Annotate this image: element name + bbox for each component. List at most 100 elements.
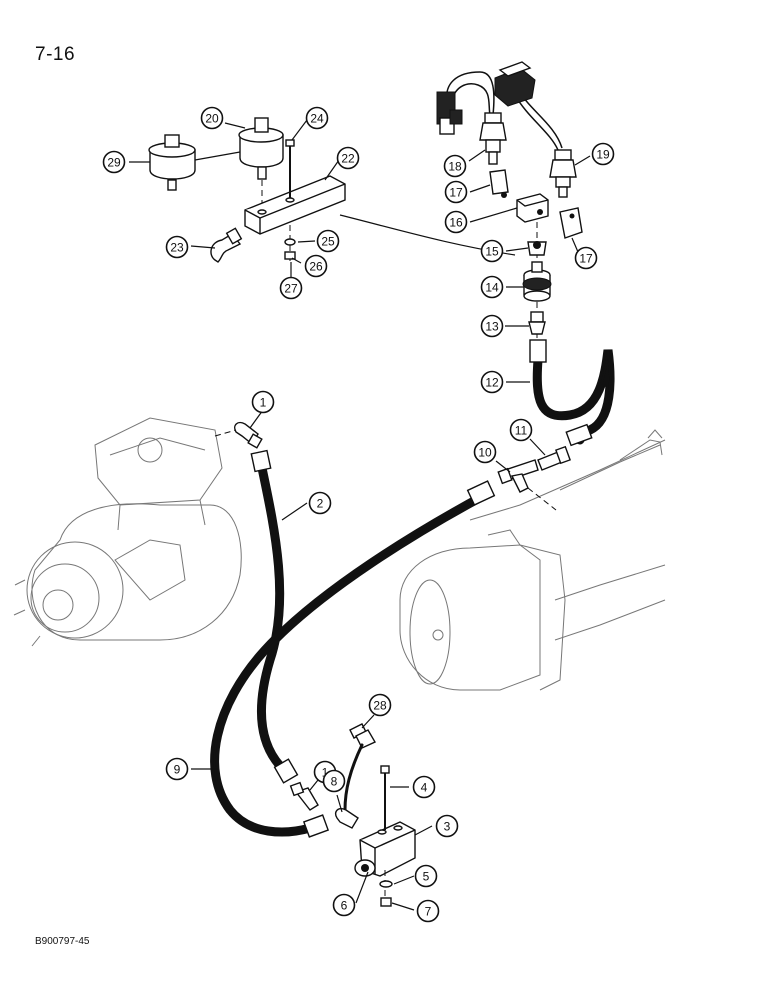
callout-circle [322,769,346,793]
callout-22: 22 [336,146,360,170]
callout-20: 20 [200,106,224,130]
callout-label: 9 [174,763,181,777]
callout-label: 14 [485,281,499,295]
callout-19: 19 [591,142,615,166]
callout-label: 13 [485,320,499,334]
fitting-28 [349,723,376,749]
callout-circle [165,235,189,259]
callout-label: 2 [317,497,324,511]
callout-label: 16 [449,216,463,230]
figure-code: B900797-45 [35,936,90,947]
callout-label: 24 [310,112,324,126]
callout-16: 16 [444,210,468,234]
callout-circle [480,314,504,338]
washer-25 [284,238,296,246]
callout-circle [412,775,436,799]
callout-circle [102,150,126,174]
callout-circle [251,390,275,414]
callout-2: 2 [308,491,332,515]
tee-block-17a [489,169,509,198]
callout-circle [574,246,598,270]
fitting-13 [528,311,546,335]
callout-circle [332,893,356,917]
callout-26: 26 [304,254,328,278]
sensor-18 [479,112,507,165]
callout-15: 15 [480,239,504,263]
callout-label: 22 [341,152,355,166]
callout-label: 12 [485,376,499,390]
callout-14: 14 [480,275,504,299]
callout-11: 11 [509,418,533,442]
callout-28: 28 [368,693,392,717]
callout-circle [416,899,440,923]
callout-24: 24 [305,106,329,130]
callout-circle [443,154,467,178]
callout-label: 23 [170,241,184,255]
pressure-switch-29 [148,134,196,191]
bolt-24 [285,139,295,198]
callout-circle [444,180,468,204]
sensor-19 [549,149,577,198]
washer-5 [379,880,393,888]
callout-circle [316,229,340,253]
callout-circle [480,275,504,299]
elbow-1-lower [289,781,319,811]
compressor-outline [13,417,242,647]
wire-harness [436,61,563,151]
callout-label: 29 [107,156,121,170]
callout-circle [279,276,303,300]
callout-circle [509,418,533,442]
callout-label: 17 [579,252,593,266]
callout-label: 8 [331,775,338,789]
callout-circle [308,491,332,515]
callout-label: 27 [284,282,298,296]
callout-10: 10 [473,440,497,464]
nut-26 [284,251,296,260]
callout-circle [304,254,328,278]
callout-25: 25 [316,229,340,253]
callout-circle [336,146,360,170]
callout-5: 5 [414,864,438,888]
callout-label: 18 [448,160,462,174]
callout-12: 12 [480,370,504,394]
callout-27: 27 [279,276,303,300]
pressure-switch-20 [238,117,284,180]
elbow-1-upper [234,421,263,449]
page-number: 7-16 [35,44,76,65]
callout-label: 6 [341,899,348,913]
callout-label: 5 [423,870,430,884]
elbow-23 [210,227,243,263]
manifold-block-22 [244,175,346,235]
callout-circle [414,864,438,888]
callout-label: 1 [322,766,329,780]
tee-block-16 [516,193,549,223]
bolt-4 [380,765,390,830]
callout-7: 7 [416,899,440,923]
callout-circle [473,440,497,464]
tee-10 [497,459,539,493]
callout-label: 15 [485,245,499,259]
fitting-14 [522,261,552,302]
hose-2 [250,449,299,784]
adapter-11 [537,445,571,471]
callout-label: 4 [421,781,428,795]
callout-23: 23 [165,235,189,259]
callout-17a: 17 [444,180,468,204]
callout-4: 4 [412,775,436,799]
hose-9 [210,480,496,838]
callout-circle [435,814,459,838]
callout-17b: 17 [574,246,598,270]
callout-circle [165,757,189,781]
callout-circle [200,106,224,130]
callout-18: 18 [443,154,467,178]
callout-label: 20 [205,112,219,126]
callout-label: 1 [260,396,267,410]
hose-12 [529,339,615,447]
callout-circle [305,106,329,130]
nut-7 [380,897,392,907]
callout-13: 13 [480,314,504,338]
callout-1a: 1 [251,390,275,414]
callout-label: 10 [478,446,492,460]
valve-body-3 [354,821,416,877]
